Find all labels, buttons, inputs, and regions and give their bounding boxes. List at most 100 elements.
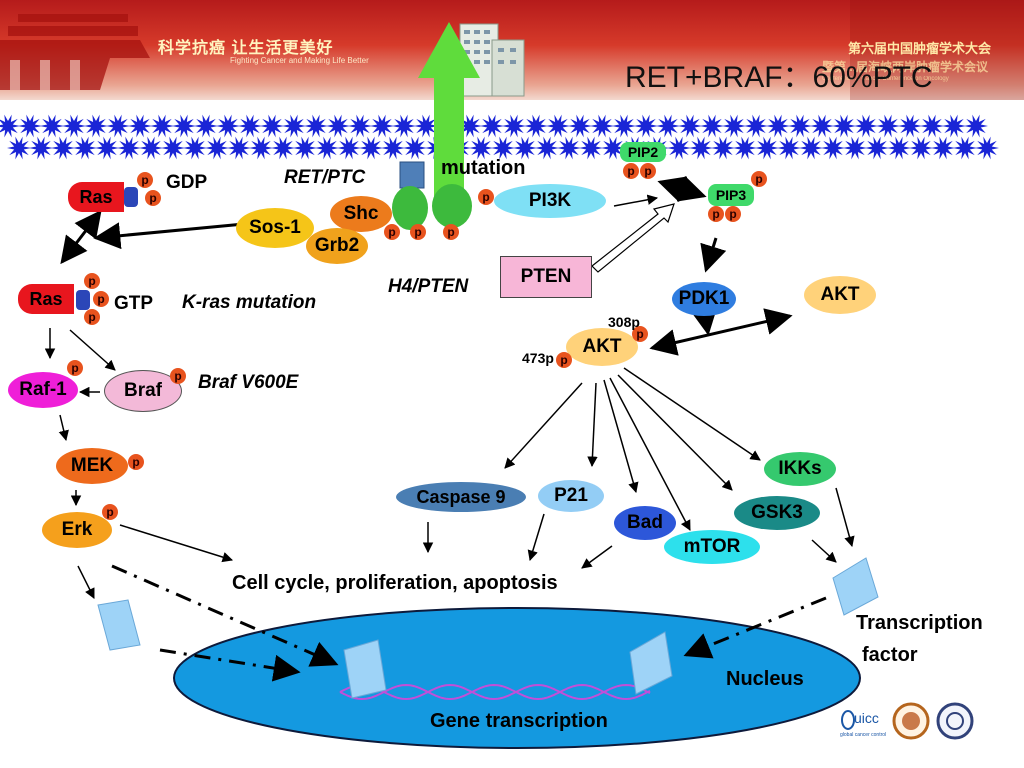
- membrane-lipid-icon: [458, 114, 482, 138]
- membrane-lipid-icon: [491, 136, 515, 160]
- h4-pten-label: H4/PTEN: [388, 276, 469, 297]
- phospho-site: p: [556, 352, 572, 368]
- uicc-logo-icon: uicc global cancer control: [840, 706, 886, 740]
- pi3k-node: PI3K: [494, 184, 606, 218]
- ikks-node: IKKs: [764, 452, 836, 486]
- nuclear-translocation-arrows: [111, 564, 827, 682]
- raf1-node: Raf-1: [8, 372, 78, 408]
- membrane-lipid-icon: [414, 114, 438, 138]
- gtp-icon: [76, 290, 90, 310]
- membrane-lipid-icon: [568, 114, 592, 138]
- membrane-lipid-icon: [854, 114, 878, 138]
- pip3-node: PIP3: [708, 184, 754, 206]
- phospho-site: p: [84, 309, 100, 325]
- membrane-lipid-icon: [678, 114, 702, 138]
- phospho-site: p: [102, 504, 118, 520]
- membrane-lipid-icon: [777, 136, 801, 160]
- phospho-site: p: [410, 224, 426, 240]
- akt-site-308-label: 308p: [608, 314, 640, 330]
- membrane-lipid-icon: [557, 136, 581, 160]
- shc-node: Shc: [330, 196, 392, 232]
- cell-membrane: [0, 112, 1000, 162]
- phospho-site: p: [137, 172, 153, 188]
- membrane-lipid-icon: [95, 136, 119, 160]
- phospho-site: p: [93, 291, 109, 307]
- membrane-lipid-icon: [634, 114, 658, 138]
- phospho-site: p: [725, 206, 741, 222]
- membrane-lipid-icon: [348, 114, 372, 138]
- cell-cycle-label: Cell cycle, proliferation, apoptosis: [232, 572, 558, 594]
- membrane-lipid-icon: [117, 136, 141, 160]
- pathway-arrows: [60, 175, 793, 356]
- china-pavilion-icon: [0, 0, 1024, 100]
- membrane-lipid-icon: [579, 136, 603, 160]
- membrane-lipid-icon: [689, 136, 713, 160]
- phospho-site: p: [623, 163, 639, 179]
- membrane-lipid-icon: [975, 136, 999, 160]
- signal-arrows: [44, 194, 855, 599]
- membrane-lipid-icon: [0, 114, 20, 138]
- membrane-lipid-icon: [238, 114, 262, 138]
- membrane-lipid-icon: [546, 114, 570, 138]
- membrane-lipid-icon: [788, 114, 812, 138]
- gtp-label: GTP: [114, 293, 154, 314]
- membrane-lipid-icon: [40, 114, 64, 138]
- membrane-lipid-icon: [304, 114, 328, 138]
- activation-up-arrow-icon: [418, 22, 480, 200]
- membrane-lipid-icon: [370, 114, 394, 138]
- membrane-lipid-icon: [843, 136, 867, 160]
- k-ras-mutation-label: K-ras mutation: [182, 292, 317, 313]
- membrane-lipid-icon: [128, 114, 152, 138]
- erk-node: Erk: [42, 512, 112, 548]
- membrane-lipid-icon: [480, 114, 504, 138]
- phospho-site: p: [84, 273, 100, 289]
- akt-node-free: AKT: [804, 276, 876, 314]
- uicc-logo-text: uicc: [854, 710, 879, 726]
- gene-transcription-label: Gene transcription: [430, 710, 608, 732]
- membrane-lipid-icon: [161, 136, 185, 160]
- phospho-site: p: [632, 326, 648, 342]
- akt-site-473-label: 473p: [522, 350, 554, 366]
- membrane-lipid-icon: [898, 114, 922, 138]
- akt-node-main: AKT: [566, 328, 638, 366]
- banner-slogan: 科学抗癌 让生活更美好: [158, 40, 334, 57]
- phospho-site: p: [128, 454, 144, 470]
- pip2-node: PIP2: [620, 142, 666, 162]
- membrane-lipid-icon: [249, 136, 273, 160]
- phospho-site: p: [384, 224, 400, 240]
- conference-name-english: Conference ... Cancer Conference on Onco…: [822, 76, 949, 82]
- membrane-lipid-icon: [271, 136, 295, 160]
- membrane-lipid-icon: [381, 136, 405, 160]
- membrane-lipid-icon: [194, 114, 218, 138]
- membrane-lipid-icon: [810, 114, 834, 138]
- ret-receptor-icon: [392, 161, 472, 230]
- membrane-lipid-icon: [700, 114, 724, 138]
- membrane-lipid-icon: [51, 136, 75, 160]
- membrane-lipid-icon: [909, 136, 933, 160]
- membrane-lipid-icon: [392, 114, 416, 138]
- membrane-lipid-icon: [106, 114, 130, 138]
- gdp-icon: [124, 187, 138, 207]
- phospho-site: p: [443, 224, 459, 240]
- membrane-lipid-icon: [722, 114, 746, 138]
- membrane-lipid-icon: [832, 114, 856, 138]
- banner-slogan-english: Fighting Cancer and Making Life Better: [230, 56, 369, 65]
- sos1-node: Sos-1: [236, 208, 314, 248]
- mek-node: MEK: [56, 448, 128, 484]
- membrane-lipid-icon: [931, 136, 955, 160]
- membrane-lipid-icon: [29, 136, 53, 160]
- membrane-lipid-icon: [876, 114, 900, 138]
- membrane-lipid-icon: [139, 136, 163, 160]
- membrane-lipid-icon: [821, 136, 845, 160]
- phospho-site: p: [170, 368, 186, 384]
- membrane-lipid-icon: [469, 136, 493, 160]
- membrane-lipid-icon: [18, 114, 42, 138]
- uicc-logo-subtext: global cancer control: [840, 732, 887, 738]
- membrane-lipid-icon: [920, 114, 944, 138]
- ras-gdp-node: Ras: [68, 182, 124, 212]
- transcription-factor-label-2: factor: [862, 644, 918, 666]
- membrane-lipid-icon: [62, 114, 86, 138]
- membrane-lipid-icon: [766, 114, 790, 138]
- membrane-lipid-icon: [359, 136, 383, 160]
